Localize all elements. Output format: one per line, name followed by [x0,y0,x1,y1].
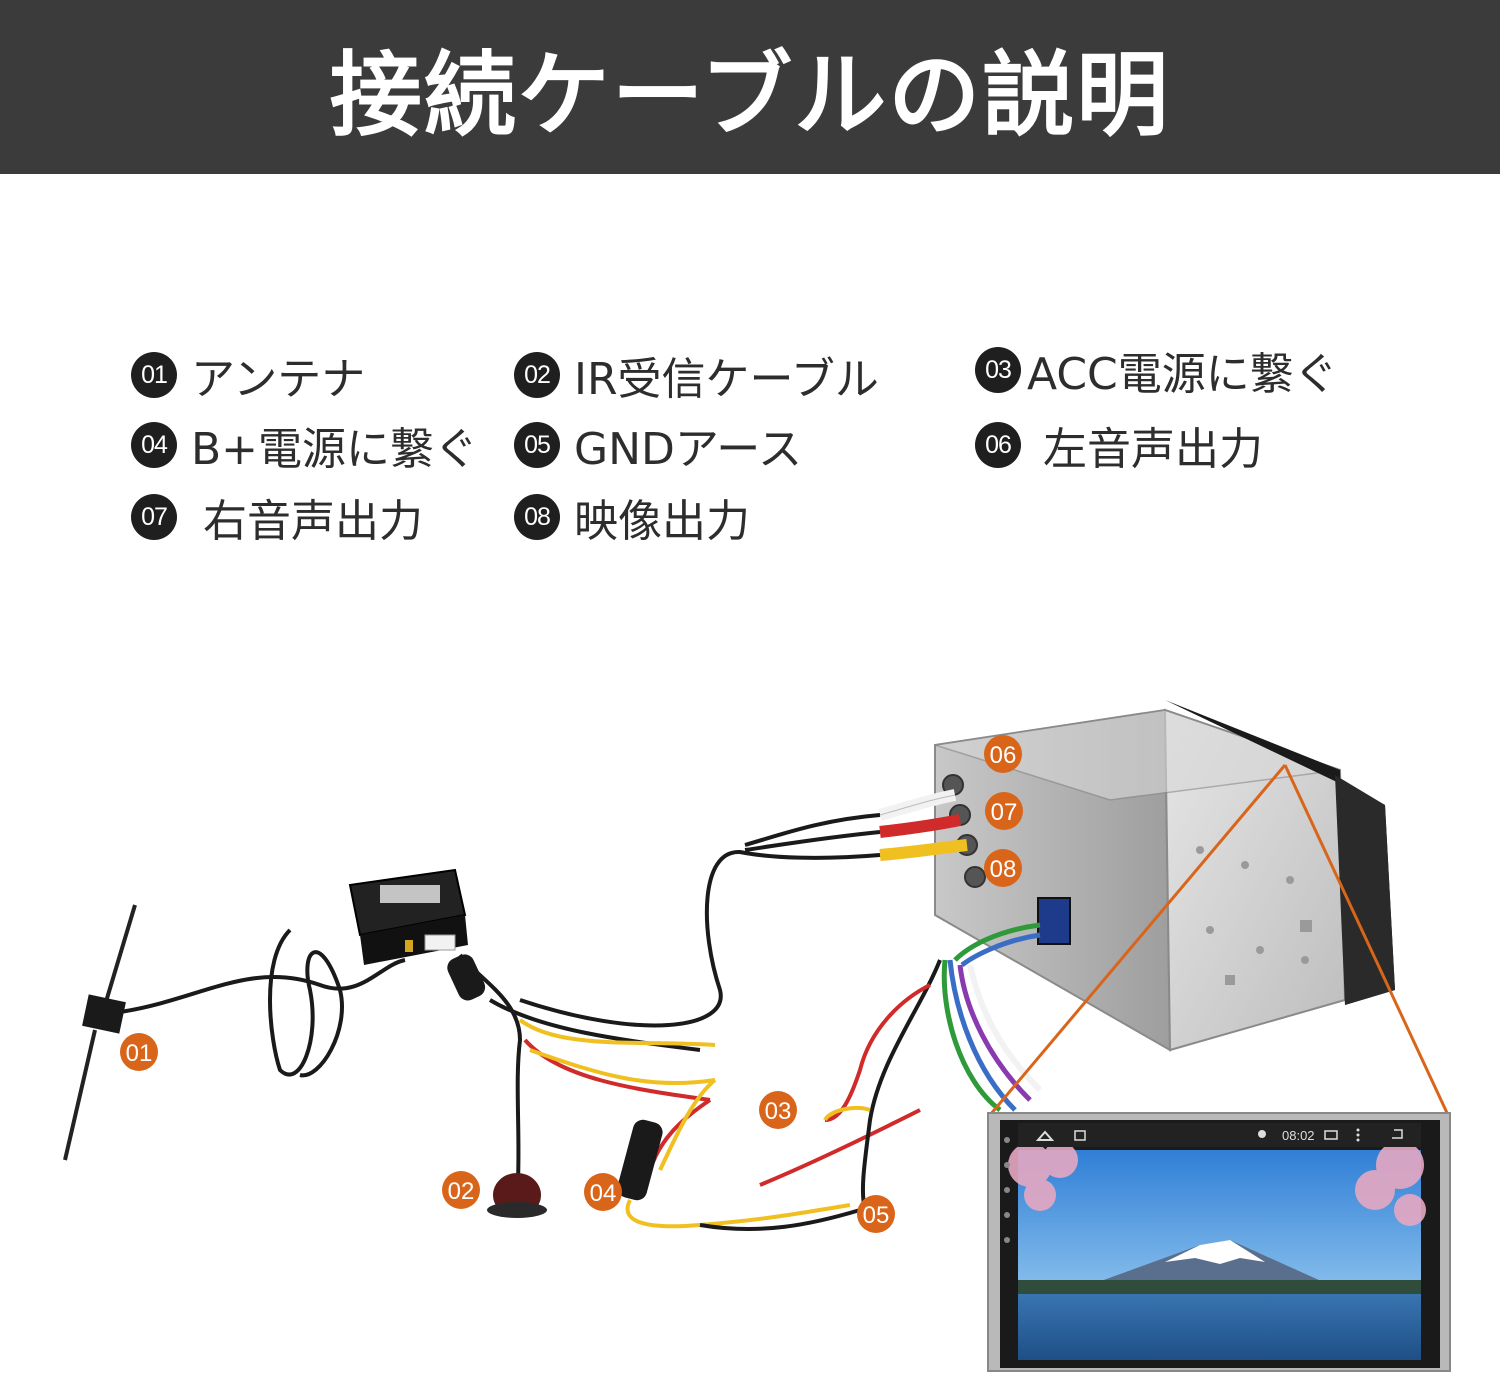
legend-label: ACC電源に繋ぐ [1027,349,1338,400]
callout-04: 04 [584,1173,622,1211]
header-banner: 接続ケーブルの説明 [0,0,1500,174]
zoom-lines [988,764,1450,1116]
legend-item-08: 08 映像出力 [514,487,750,547]
legend-badge: 03 [975,347,1021,393]
gallery-icon [1074,1130,1086,1141]
wiring-harness [447,922,1043,1231]
legend-item-04: 04 B+電源に繋ぐ [131,415,478,475]
callout-07: 07 [985,792,1023,830]
svg-text:01: 01 [126,1040,153,1067]
svg-text:02: 02 [448,1178,475,1205]
screen-time: 08:02 [1282,1128,1315,1143]
location-icon [1258,1130,1266,1138]
legend-badge: 06 [975,422,1021,468]
callout-02: 02 [442,1171,480,1209]
legend-item-06: 06 左音声出力 [975,415,1263,475]
legend-badge: 05 [514,422,560,468]
legend-item-05: 05 GNDアース [514,415,802,475]
legend-label: 左音声出力 [1043,424,1263,475]
svg-text:07: 07 [991,799,1018,826]
legend-item-03: 03 ACC電源に繋ぐ [975,340,1338,400]
legend-item-02: 02 IR受信ケーブル [514,345,879,405]
svg-text:08: 08 [990,856,1017,883]
head-unit-screen: 08:02 [987,1112,1451,1372]
page-title: 接続ケーブルの説明 [329,41,1171,149]
legend-badge: 04 [131,422,177,468]
rca-cables [519,789,968,1028]
svg-text:03: 03 [765,1098,792,1125]
legend-label: GNDアース [574,424,803,475]
legend-label: IR受信ケーブル [574,354,879,405]
svg-text:06: 06 [990,742,1017,769]
callout-06: 06 [984,735,1022,773]
battery-icon [1324,1130,1338,1140]
ir-receiver-icon [487,1173,547,1218]
connection-diagram: 08:02 01 02 03 04 05 06 07 [63,700,1451,1372]
legend-item-01: 01 アンテナ [131,345,365,405]
legend-item-07: 07 右音声出力 [131,487,423,547]
antenna-icon [63,904,406,1161]
more-icon [1356,1128,1360,1142]
back-icon [1392,1129,1403,1139]
tuner-module [348,868,468,965]
legend-badge: 01 [131,352,177,398]
legend-label: B+電源に繋ぐ [191,424,479,475]
legend-badge: 02 [514,352,560,398]
callout-01: 01 [120,1033,158,1071]
legend-badge: 08 [514,494,560,540]
legend-badge: 07 [131,494,177,540]
svg-text:04: 04 [590,1180,617,1207]
callout-03: 03 [759,1091,797,1129]
legend-label: 映像出力 [574,496,750,547]
home-icon [1035,1130,1055,1141]
callout-08: 08 [984,849,1022,887]
callout-05: 05 [857,1195,895,1233]
legend-label: 右音声出力 [203,496,423,547]
legend-label: アンテナ [191,354,366,405]
svg-text:05: 05 [863,1202,890,1229]
